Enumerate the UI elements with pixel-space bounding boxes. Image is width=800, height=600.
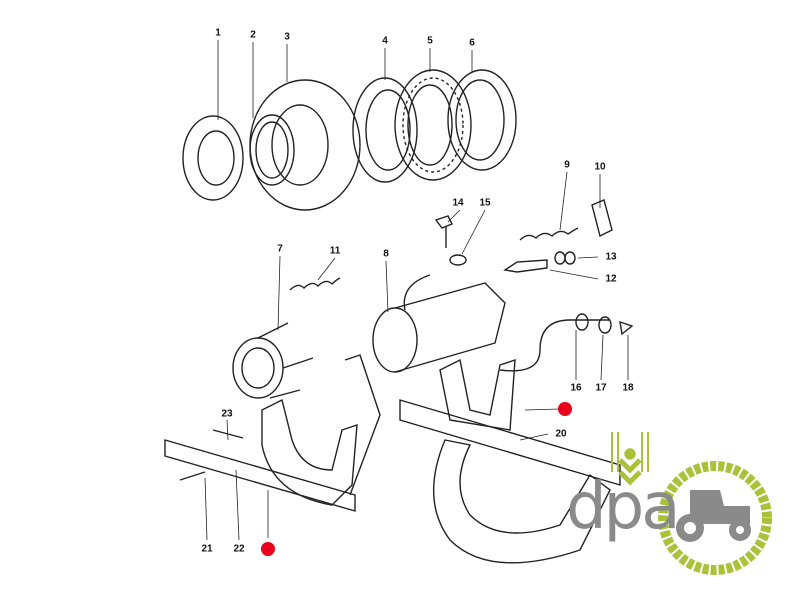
callout-8: 8	[383, 248, 389, 260]
right-fork	[439, 358, 516, 431]
callout-21: 21	[201, 543, 213, 555]
part-6-cup	[447, 69, 517, 171]
part-1-seal	[182, 115, 244, 201]
part-12-bolt	[503, 259, 548, 273]
part-3-housing	[249, 79, 361, 211]
part-10-bracket	[591, 199, 613, 238]
part-16-17-18-fittings	[575, 313, 634, 336]
tractor-icon	[676, 490, 751, 542]
callout-17: 17	[595, 382, 607, 394]
callout-1: 1	[215, 27, 221, 39]
callout-6: 6	[469, 37, 475, 49]
callout-14: 14	[452, 197, 464, 209]
hose-line	[499, 319, 610, 372]
part-11-spring	[289, 277, 341, 291]
callout-13: 13	[605, 251, 617, 263]
part-14-bolt	[434, 215, 453, 248]
callout-4: 4	[382, 35, 388, 47]
callout-20: 20	[555, 428, 567, 440]
part-15-washer	[449, 254, 467, 266]
part-7-sleeve	[232, 322, 314, 399]
callout-18: 18	[622, 382, 634, 394]
part-21-pin	[179, 471, 206, 481]
part-20-shaft	[399, 399, 621, 486]
highlight-marker	[558, 402, 572, 416]
part-8-housing	[372, 274, 506, 373]
callout-16: 16	[570, 382, 582, 394]
part-5-bearing	[394, 69, 472, 181]
part-22-shaft	[164, 439, 356, 512]
logo-emblem	[611, 432, 772, 575]
callout-7: 7	[277, 243, 283, 255]
logo-text: dpa	[566, 470, 680, 544]
callout-23: 23	[221, 408, 233, 420]
left-lever	[344, 354, 381, 496]
part-13-nut	[554, 251, 576, 265]
callout-9: 9	[564, 159, 570, 171]
callout-3: 3	[284, 31, 290, 43]
callout-5: 5	[427, 35, 433, 47]
highlight-marker	[261, 542, 275, 556]
callout-2: 2	[250, 29, 256, 41]
callout-15: 15	[479, 197, 491, 209]
leader-lines	[204, 40, 629, 541]
callout-12: 12	[605, 273, 617, 285]
right-fork-lever	[432, 439, 611, 564]
part-9-spring	[519, 227, 579, 241]
callout-11: 11	[329, 245, 341, 257]
left-fork	[261, 398, 358, 506]
callout-22: 22	[233, 543, 245, 555]
callout-10: 10	[594, 161, 606, 173]
